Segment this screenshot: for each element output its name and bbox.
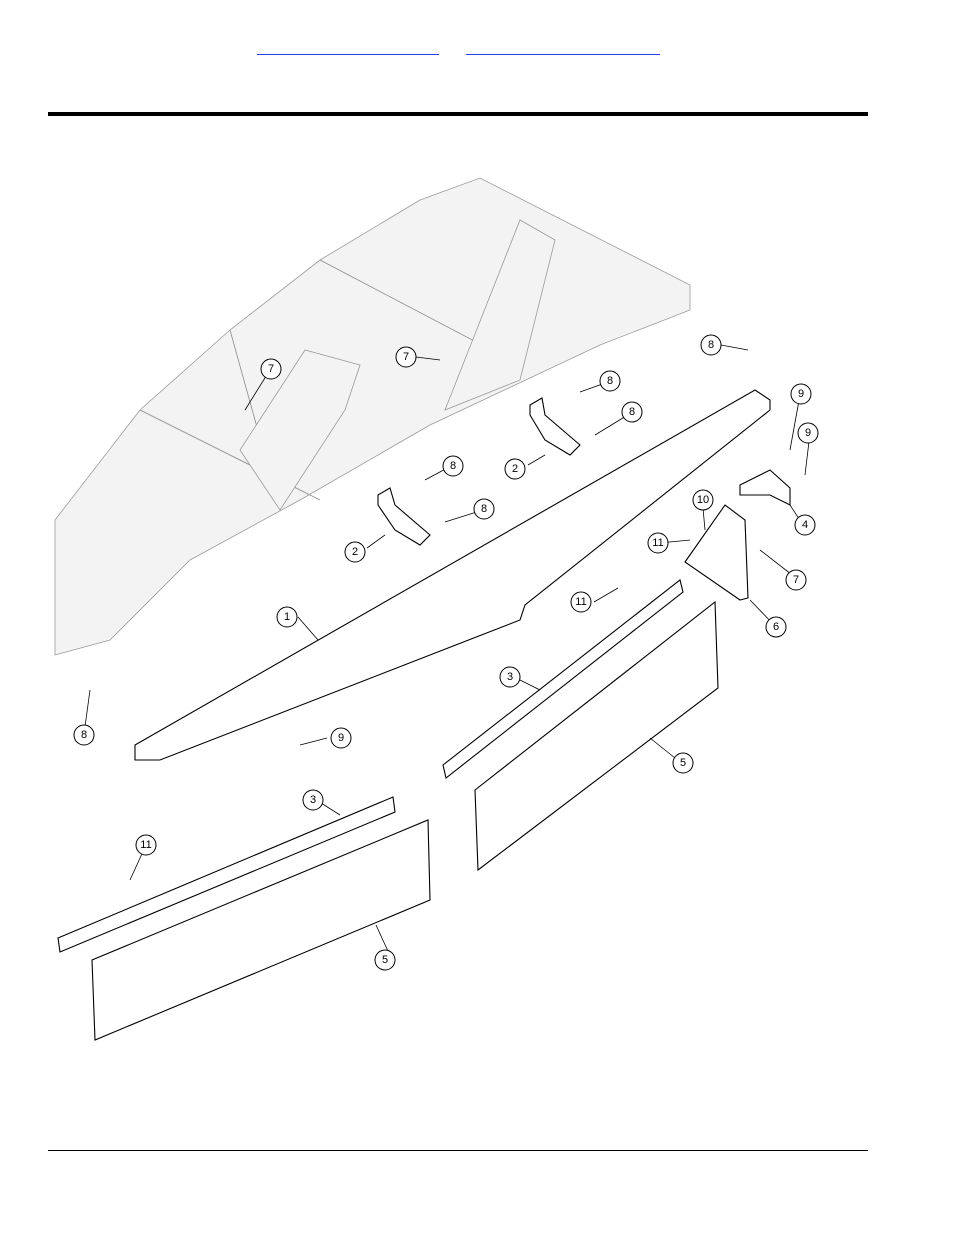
parts-diagram: 1 2 2 3 3 4 5 5 6 7 7 7 8 8 8 8 8 8 9 9 …	[0, 160, 954, 1060]
callout-8e: 8	[474, 499, 494, 519]
callout-11c: 11	[136, 835, 156, 855]
svg-text:5: 5	[382, 954, 388, 966]
header-links	[0, 36, 954, 56]
bracket-right	[530, 398, 580, 455]
svg-text:4: 4	[802, 519, 808, 531]
callout-11b: 11	[571, 592, 591, 612]
svg-text:3: 3	[310, 794, 316, 806]
svg-text:7: 7	[793, 574, 799, 586]
callout-3a: 3	[500, 667, 520, 687]
svg-text:3: 3	[507, 671, 513, 683]
callout-3b: 3	[303, 790, 323, 810]
callout-8a: 8	[701, 335, 721, 355]
flap-5-right	[475, 602, 718, 870]
svg-text:2: 2	[352, 546, 358, 558]
svg-text:9: 9	[338, 732, 344, 744]
svg-text:5: 5	[680, 757, 686, 769]
svg-text:7: 7	[268, 363, 274, 375]
svg-text:10: 10	[697, 494, 709, 506]
deck-frame	[55, 178, 690, 655]
svg-text:8: 8	[708, 339, 714, 351]
callout-7b: 7	[396, 347, 416, 367]
callout-2a: 2	[345, 542, 365, 562]
bracket-left	[378, 488, 430, 545]
plate-6	[685, 505, 748, 600]
callout-1: 1	[277, 607, 297, 627]
callout-9a: 9	[331, 728, 351, 748]
svg-text:11: 11	[140, 839, 151, 851]
callout-8d: 8	[443, 456, 463, 476]
svg-text:1: 1	[284, 611, 290, 623]
callout-9b: 9	[791, 384, 811, 404]
svg-text:11: 11	[575, 596, 586, 608]
svg-text:9: 9	[798, 388, 804, 400]
callout-8b: 8	[600, 371, 620, 391]
callout-10: 10	[693, 490, 713, 510]
svg-text:6: 6	[773, 621, 779, 633]
callout-7c: 7	[786, 570, 806, 590]
svg-text:9: 9	[805, 427, 811, 439]
svg-text:8: 8	[629, 406, 635, 418]
svg-text:2: 2	[512, 463, 518, 475]
svg-text:11: 11	[652, 537, 663, 549]
header-link-2[interactable]	[466, 36, 660, 55]
svg-text:7: 7	[403, 351, 409, 363]
callout-11a: 11	[648, 533, 668, 553]
svg-text:8: 8	[450, 460, 456, 472]
svg-text:8: 8	[81, 729, 87, 741]
callout-5a: 5	[673, 753, 693, 773]
bracket-4	[740, 470, 790, 505]
callout-5b: 5	[375, 950, 395, 970]
callout-8c: 8	[622, 402, 642, 422]
callout-9c: 9	[798, 423, 818, 443]
svg-text:8: 8	[481, 503, 487, 515]
callout-7a: 7	[261, 359, 281, 379]
callout-4: 4	[795, 515, 815, 535]
header-link-1[interactable]	[257, 36, 439, 55]
top-divider	[48, 112, 868, 116]
callout-2b: 2	[505, 459, 525, 479]
svg-text:8: 8	[607, 375, 613, 387]
callout-6: 6	[766, 617, 786, 637]
bottom-divider	[48, 1150, 868, 1151]
callout-8f: 8	[74, 725, 94, 745]
